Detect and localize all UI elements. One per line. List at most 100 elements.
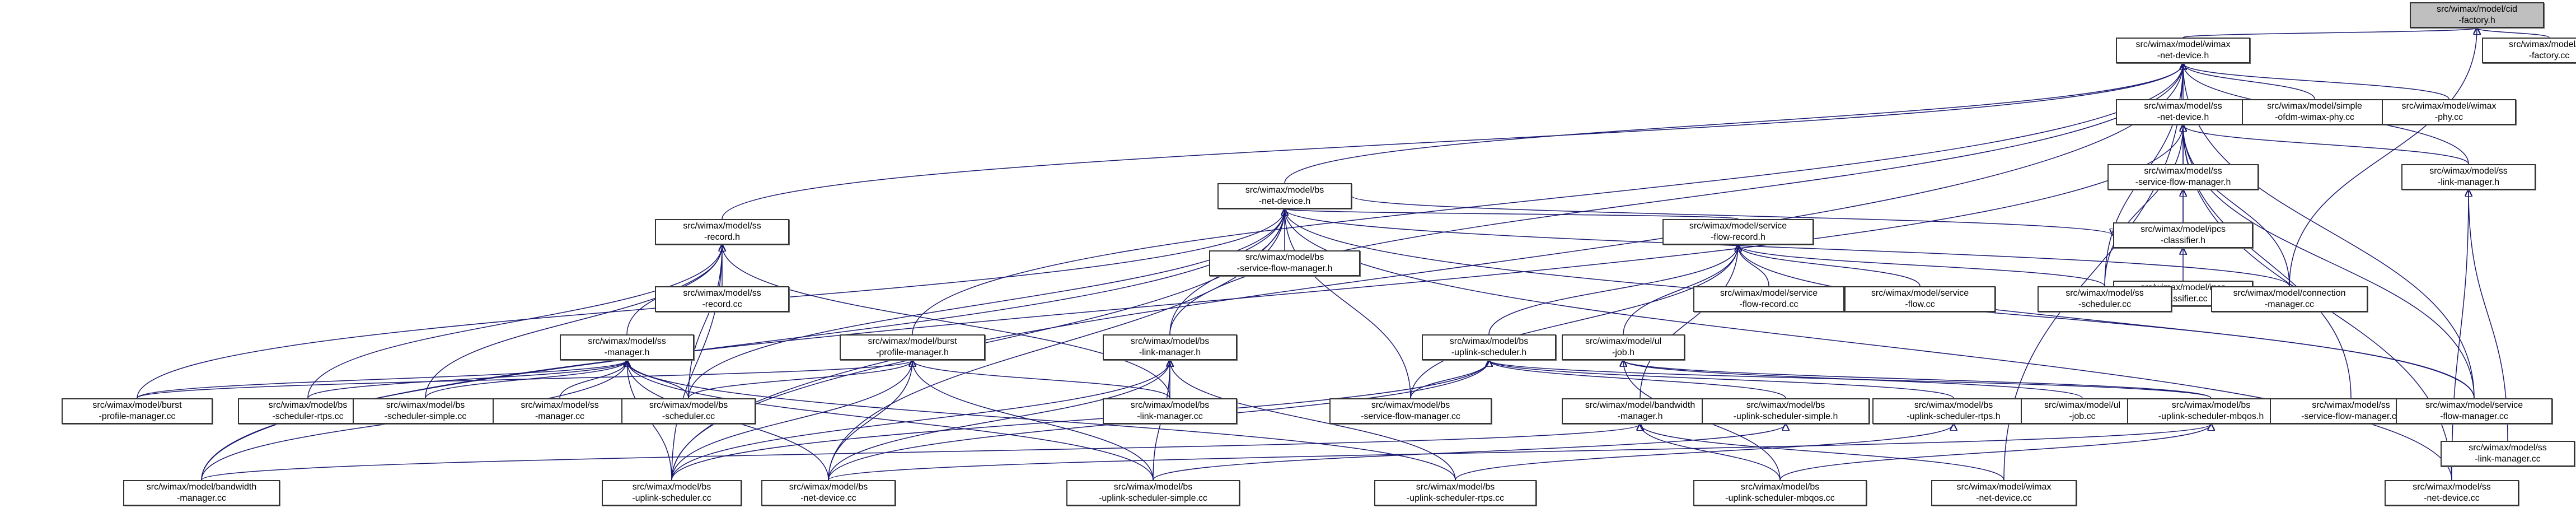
- node-label-line2: -factory.h: [2458, 16, 2495, 25]
- node-bs-uplink-scheduler-h[interactable]: src/wimax/model/bs-uplink-scheduler.h: [1422, 334, 1556, 360]
- node-bs-scheduler-simple-cc[interactable]: src/wimax/model/bs-scheduler-simple.cc: [353, 398, 498, 424]
- node-service-flow-manager-cc[interactable]: src/wimax/model/service-flow-manager.cc: [2396, 398, 2552, 424]
- edge-bs-net-device-h-to-wimax-net-device-h: [1284, 63, 2183, 184]
- node-label-line1: src/wimax/model/cid: [2508, 40, 2576, 49]
- node-ss-manager-h[interactable]: src/wimax/model/ss-manager.h: [560, 334, 694, 360]
- node-label-line2: -scheduler.cc: [2078, 300, 2132, 309]
- node-label-line1: src/wimax/model/ipcs: [2140, 225, 2226, 234]
- node-label-line2: -profile-manager.cc: [99, 412, 176, 421]
- node-ul-job-cc[interactable]: src/wimax/model/ul-job.cc: [2021, 398, 2144, 424]
- node-ss-service-flow-manager-h[interactable]: src/wimax/model/ss-service-flow-manager.…: [2107, 164, 2259, 190]
- node-label-line2: -net-device.h: [2157, 51, 2209, 60]
- edge-bs-service-flow-manager-cc-to-bs-uplink-scheduler-h: [1410, 360, 1489, 399]
- node-ss-net-device-h[interactable]: src/wimax/model/ss-net-device.h: [2116, 99, 2250, 125]
- node-label-line1: src/wimax/model/bs: [1245, 253, 1324, 262]
- edge-bandwidth-manager-cc-to-bandwidth-manager-h: [201, 424, 1640, 481]
- node-label-line2: -service-flow-manager.h: [1237, 264, 1333, 273]
- edge-bs-uplink-scheduler-cc-to-bs-uplink-scheduler-h: [671, 360, 1489, 481]
- edge-cid-factory-cc-to-cid-factory-h: [2477, 28, 2550, 38]
- node-bs-uplink-scheduler-simple-h[interactable]: src/wimax/model/bs -uplink-scheduler-simp…: [1702, 398, 1870, 424]
- node-label-line2: -net-device.cc: [2424, 493, 2480, 503]
- node-bs-uplink-scheduler-rtps-cc[interactable]: src/wimax/model/bs-uplink-scheduler-rtps…: [1374, 480, 1537, 506]
- node-bs-uplink-scheduler-simple-cc[interactable]: src/wimax/model/bs-uplink-scheduler-simp…: [1066, 480, 1240, 506]
- node-ss-record-h[interactable]: src/wimax/model/ss-record.h: [655, 219, 789, 245]
- node-label-line2: -ofdm-wimax-phy.cc: [2275, 113, 2354, 122]
- node-ipcs-classifier-h[interactable]: src/wimax/model/ipcs-classifier.h: [2113, 222, 2253, 248]
- node-wimax-phy-cc[interactable]: src/wimax/model/wimax-phy.cc: [2382, 99, 2516, 125]
- node-bs-uplink-scheduler-mbqos-cc[interactable]: src/wimax/model/bs-uplink-scheduler-mbqo…: [1693, 480, 1867, 506]
- node-ss-record-cc[interactable]: src/wimax/model/ss-record.cc: [655, 286, 789, 312]
- edge-ss-link-manager-h-to-ss-net-device-h: [2183, 125, 2469, 165]
- node-bs-scheduler-cc[interactable]: src/wimax/model/bs-scheduler.cc: [621, 398, 756, 424]
- node-wimax-net-device-h[interactable]: src/wimax/model/wimax-net-device.h: [2116, 38, 2250, 63]
- node-label-line1: src/wimax/model/ss: [588, 337, 666, 346]
- node-label-line2: -service-flow-manager.cc: [1361, 412, 1460, 421]
- edge-service-flow-cc-to-service-flow-record-h: [1738, 245, 1921, 287]
- node-bandwidth-manager-cc[interactable]: src/wimax/model/bandwidth-manager.cc: [123, 480, 280, 506]
- node-burst-profile-manager-cc[interactable]: src/wimax/model/burst-profile-manager.cc: [62, 398, 213, 424]
- node-service-flow-record-h[interactable]: src/wimax/model/service-flow-record.h: [1662, 219, 1814, 245]
- node-label-line1: src/wimax/model/bs: [1416, 482, 1495, 492]
- node-wimax-net-device-cc[interactable]: src/wimax/model/wimax-net-device.cc: [1931, 480, 2077, 506]
- node-label-line1: src/wimax/model/bs: [1130, 337, 1210, 346]
- node-label-line1: src/wimax/model/bs: [789, 482, 868, 492]
- node-label-line1: src/wimax/model/bs: [1130, 400, 1210, 410]
- edge-bs-uplink-scheduler-cc-to-burst-profile-manager-h: [671, 360, 912, 481]
- node-ul-job-h[interactable]: src/wimax/model/ul-job.h: [1562, 334, 1685, 360]
- node-label-line1: src/wimax/model/bs: [268, 400, 348, 410]
- node-bs-link-manager-cc[interactable]: src/wimax/model/bs-link-manager.cc: [1103, 398, 1237, 424]
- node-label-line2: -link-manager.cc: [2475, 454, 2541, 464]
- edge-bs-uplink-scheduler-cc-to-ss-record-h: [671, 245, 722, 481]
- node-ss-scheduler-cc[interactable]: src/wimax/model/ss -scheduler.cc: [2038, 286, 2172, 312]
- node-ss-net-device-cc[interactable]: src/wimax/model/ss-net-device.cc: [2385, 480, 2519, 506]
- node-label-line2: -uplink-scheduler-simple.cc: [1099, 493, 1207, 503]
- node-ss-manager-cc[interactable]: src/wimax/model/ss-manager.cc: [493, 398, 627, 424]
- edge-connection-manager-cc-to-bs-net-device-h: [1285, 209, 2290, 287]
- node-label-line2: -profile-manager.h: [876, 348, 949, 357]
- node-bs-uplink-scheduler-cc[interactable]: src/wimax/model/bs-uplink-scheduler.cc: [602, 480, 742, 506]
- node-ss-link-manager-h[interactable]: src/wimax/model/ss-link-manager.h: [2401, 164, 2536, 190]
- edge-bs-service-flow-manager-cc-to-bs-net-device-h: [1285, 209, 1411, 399]
- node-label-line1: src/wimax/model/bs: [1740, 482, 1820, 492]
- node-label-line2: -manager.h: [1617, 412, 1663, 421]
- edge-bs-net-device-h-to-ipcs-classifier-h: [1351, 195, 2113, 235]
- node-bs-service-flow-manager-h[interactable]: src/wimax/model/bs -service-flow-manager.…: [1209, 250, 1360, 276]
- node-burst-profile-manager-h[interactable]: src/wimax/model/burst-profile-manager.h: [840, 334, 985, 360]
- edge-bs-scheduler-rtps-cc-to-ss-record-h: [307, 245, 722, 399]
- edge-bs-uplink-scheduler-rtps-cc-to-bs-link-manager-h: [1170, 360, 1456, 481]
- edge-bs-net-device-cc-to-burst-profile-manager-h: [828, 360, 912, 481]
- node-cid-factory-h[interactable]: src/wimax/model/cid-factory.h: [2410, 2, 2544, 28]
- node-label-line1: src/wimax/model/simple: [2267, 101, 2362, 111]
- edge-bs-uplink-scheduler-rtps-cc-to-ss-manager-h: [627, 360, 1456, 481]
- node-ss-link-manager-cc[interactable]: src/wimax/model/ss-link-manager.cc: [2441, 441, 2575, 467]
- edge-bs-net-device-cc-to-bs-uplink-scheduler-mbqos-h: [828, 424, 2211, 481]
- node-bs-uplink-scheduler-rtps-h[interactable]: src/wimax/model/bs-uplink-scheduler-rtps…: [1872, 398, 2035, 424]
- edge-wimax-net-device-h-to-cid-factory-h: [2182, 28, 2477, 38]
- edge-bs-uplink-scheduler-cc-to-wimax-net-device-h: [671, 63, 2183, 481]
- edge-bs-scheduler-cc-to-ss-record-h: [688, 245, 722, 399]
- node-bs-net-device-cc[interactable]: src/wimax/model/bs-net-device.cc: [761, 480, 896, 506]
- node-label-line2: -uplink-scheduler-simple.h: [1733, 412, 1838, 421]
- node-cid-factory-cc[interactable]: src/wimax/model/cid-factory.cc: [2482, 38, 2576, 63]
- edge-connection-manager-cc-to-cid-factory-h: [2289, 28, 2477, 287]
- node-bs-service-flow-manager-cc[interactable]: src/wimax/model/bs-service-flow-manager.…: [1329, 398, 1492, 424]
- node-service-flow-cc[interactable]: src/wimax/model/service-flow.cc: [1844, 286, 1996, 312]
- node-label-line1: src/wimax/model/bs: [649, 400, 728, 410]
- node-label-line2: -flow-manager.cc: [2440, 412, 2508, 421]
- node-bandwidth-manager-h[interactable]: src/wimax/model/bandwidth-manager.h: [1562, 398, 1718, 424]
- node-label-line1: src/wimax/model/service: [1720, 288, 1818, 298]
- node-label-line1: src/wimax/model/bs: [1746, 400, 1825, 410]
- edge-burst-profile-manager-cc-to-ss-manager-h: [137, 360, 627, 399]
- edge-bs-uplink-scheduler-rtps-cc-to-bs-uplink-scheduler-rtps-h: [1455, 424, 1954, 481]
- node-label-line2: -flow.cc: [1905, 300, 1935, 309]
- node-simple-ofdm-wimax-phy-cc[interactable]: src/wimax/model/simple -ofdm-wimax-phy.cc: [2242, 99, 2387, 125]
- edge-connection-manager-cc-to-ss-net-device-h: [2183, 125, 2290, 287]
- node-label-line2: -uplink-scheduler-mbqos.h: [2158, 412, 2264, 421]
- node-connection-manager-cc[interactable]: src/wimax/model/connection-manager.cc: [2211, 286, 2368, 312]
- node-bs-uplink-scheduler-mbqos-h[interactable]: src/wimax/model/bs-uplink-scheduler-mbqo…: [2127, 398, 2295, 424]
- node-label-line1: src/wimax/model/bs: [1449, 337, 1529, 346]
- node-label-line1: src/wimax/model/ss: [2066, 288, 2144, 298]
- node-service-flow-record-cc[interactable]: src/wimax/model/service-flow-record.cc: [1693, 286, 1844, 312]
- node-bs-link-manager-h[interactable]: src/wimax/model/bs-link-manager.h: [1103, 334, 1237, 360]
- node-bs-net-device-h[interactable]: src/wimax/model/bs-net-device.h: [1217, 183, 1352, 209]
